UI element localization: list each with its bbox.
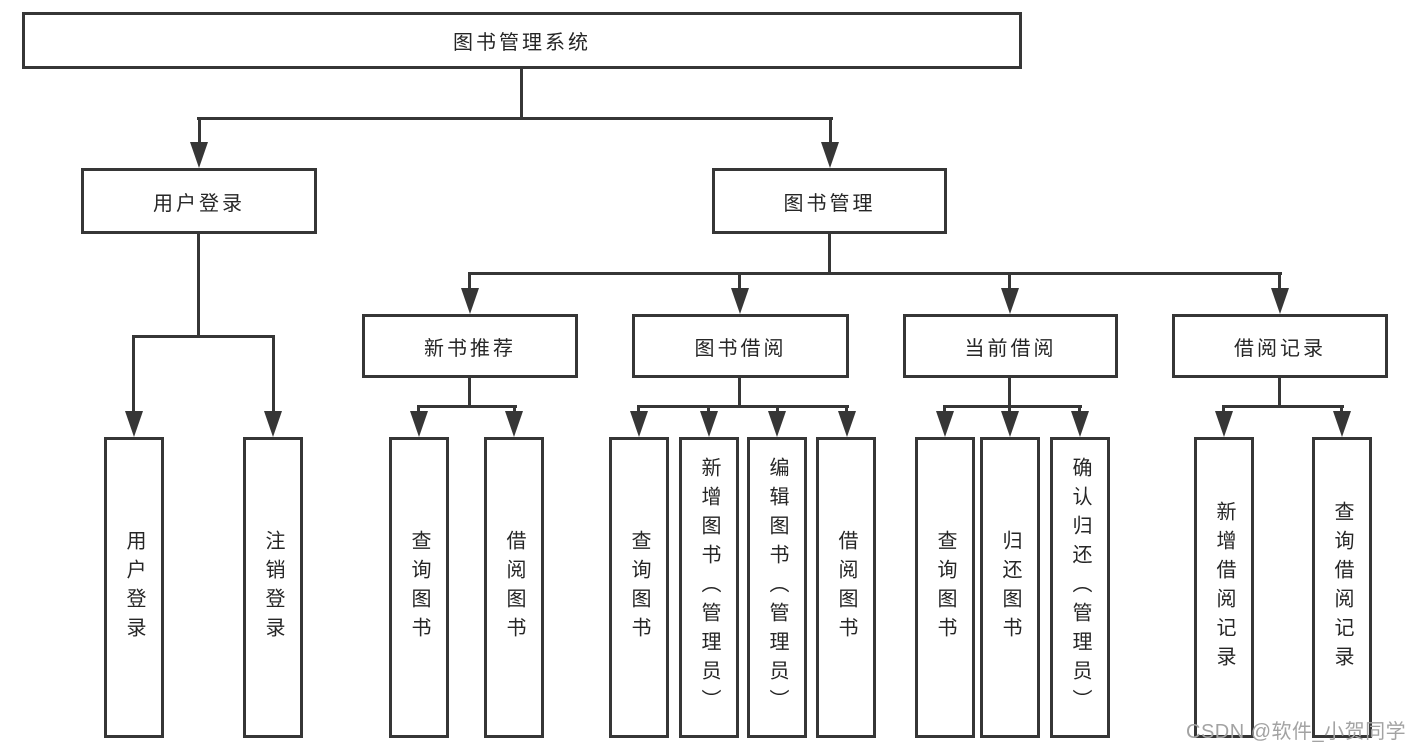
connector-line xyxy=(417,405,517,408)
leaf-edit-book-admin: 编辑图书（管理员） xyxy=(747,437,807,738)
node-root: 图书管理系统 xyxy=(22,12,1022,69)
leaf-borrow-book: 借阅图书 xyxy=(816,437,876,738)
arrow-down-icon xyxy=(768,411,786,437)
arrow-down-icon xyxy=(1001,288,1019,314)
connector-line xyxy=(198,117,201,145)
node-user-login: 用户登录 xyxy=(81,168,317,234)
connector-line xyxy=(132,335,135,411)
arrow-down-icon xyxy=(700,411,718,437)
connector-line xyxy=(1008,272,1011,292)
csdn-watermark: CSDN @软件_小贺同学 xyxy=(1186,721,1405,743)
connector-line xyxy=(1078,405,1081,415)
leaf-confirm-return-admin: 确认归还（管理员） xyxy=(1050,437,1110,738)
connector-line xyxy=(1008,378,1011,407)
connector-line xyxy=(829,117,832,145)
arrow-down-icon xyxy=(630,411,648,437)
connector-line xyxy=(417,405,420,415)
leaf-add-borrow-record: 新增借阅记录 xyxy=(1194,437,1254,738)
node-book-borrow: 图书借阅 xyxy=(632,314,849,378)
connector-line xyxy=(943,405,946,415)
connector-line xyxy=(468,272,1282,275)
leaf-user-login: 用户登录 xyxy=(104,437,164,738)
arrow-down-icon xyxy=(731,288,749,314)
arrow-down-icon xyxy=(1071,411,1089,437)
connector-line xyxy=(1222,405,1344,408)
arrow-down-icon xyxy=(1271,288,1289,314)
arrow-down-icon xyxy=(936,411,954,437)
arrow-down-icon xyxy=(838,411,856,437)
connector-line xyxy=(1340,405,1343,415)
arrow-down-icon xyxy=(125,411,143,437)
connector-line xyxy=(738,378,741,407)
connector-line xyxy=(197,117,833,120)
connector-line xyxy=(468,272,471,292)
connector-line xyxy=(845,405,848,415)
connector-line xyxy=(738,272,741,292)
leaf-query-book-borrow: 查询图书 xyxy=(609,437,669,738)
leaf-add-book-admin: 新增图书（管理员） xyxy=(679,437,739,738)
connector-line xyxy=(272,335,275,411)
leaf-query-book-recommend: 查询图书 xyxy=(389,437,449,738)
connector-line xyxy=(1278,272,1281,292)
connector-line xyxy=(197,234,200,337)
connector-line xyxy=(520,69,523,119)
connector-line xyxy=(776,405,779,415)
arrow-down-icon xyxy=(1001,411,1019,437)
arrow-down-icon xyxy=(1215,411,1233,437)
connector-line xyxy=(1222,405,1225,415)
connector-line xyxy=(1008,405,1011,415)
node-new-book-recommend: 新书推荐 xyxy=(362,314,578,378)
arrow-down-icon xyxy=(1333,411,1351,437)
connector-line xyxy=(132,335,275,338)
leaf-logout: 注销登录 xyxy=(243,437,303,738)
connector-line xyxy=(707,405,710,415)
connector-line xyxy=(637,405,849,408)
leaf-query-book-current: 查询图书 xyxy=(915,437,975,738)
leaf-query-borrow-record: 查询借阅记录 xyxy=(1312,437,1372,738)
node-book-management: 图书管理 xyxy=(712,168,947,234)
connector-line xyxy=(513,405,516,415)
leaf-borrow-book-recommend: 借阅图书 xyxy=(484,437,544,738)
arrow-down-icon xyxy=(190,142,208,168)
node-current-borrow: 当前借阅 xyxy=(903,314,1118,378)
connector-line xyxy=(943,405,1082,408)
arrow-down-icon xyxy=(461,288,479,314)
connector-line xyxy=(468,378,471,407)
arrow-down-icon xyxy=(410,411,428,437)
arrow-down-icon xyxy=(821,142,839,168)
connector-line xyxy=(828,234,831,275)
connector-line xyxy=(637,405,640,415)
arrow-down-icon xyxy=(505,411,523,437)
leaf-return-book: 归还图书 xyxy=(980,437,1040,738)
connector-line xyxy=(1278,378,1281,407)
node-borrow-records: 借阅记录 xyxy=(1172,314,1388,378)
arrow-down-icon xyxy=(264,411,282,437)
